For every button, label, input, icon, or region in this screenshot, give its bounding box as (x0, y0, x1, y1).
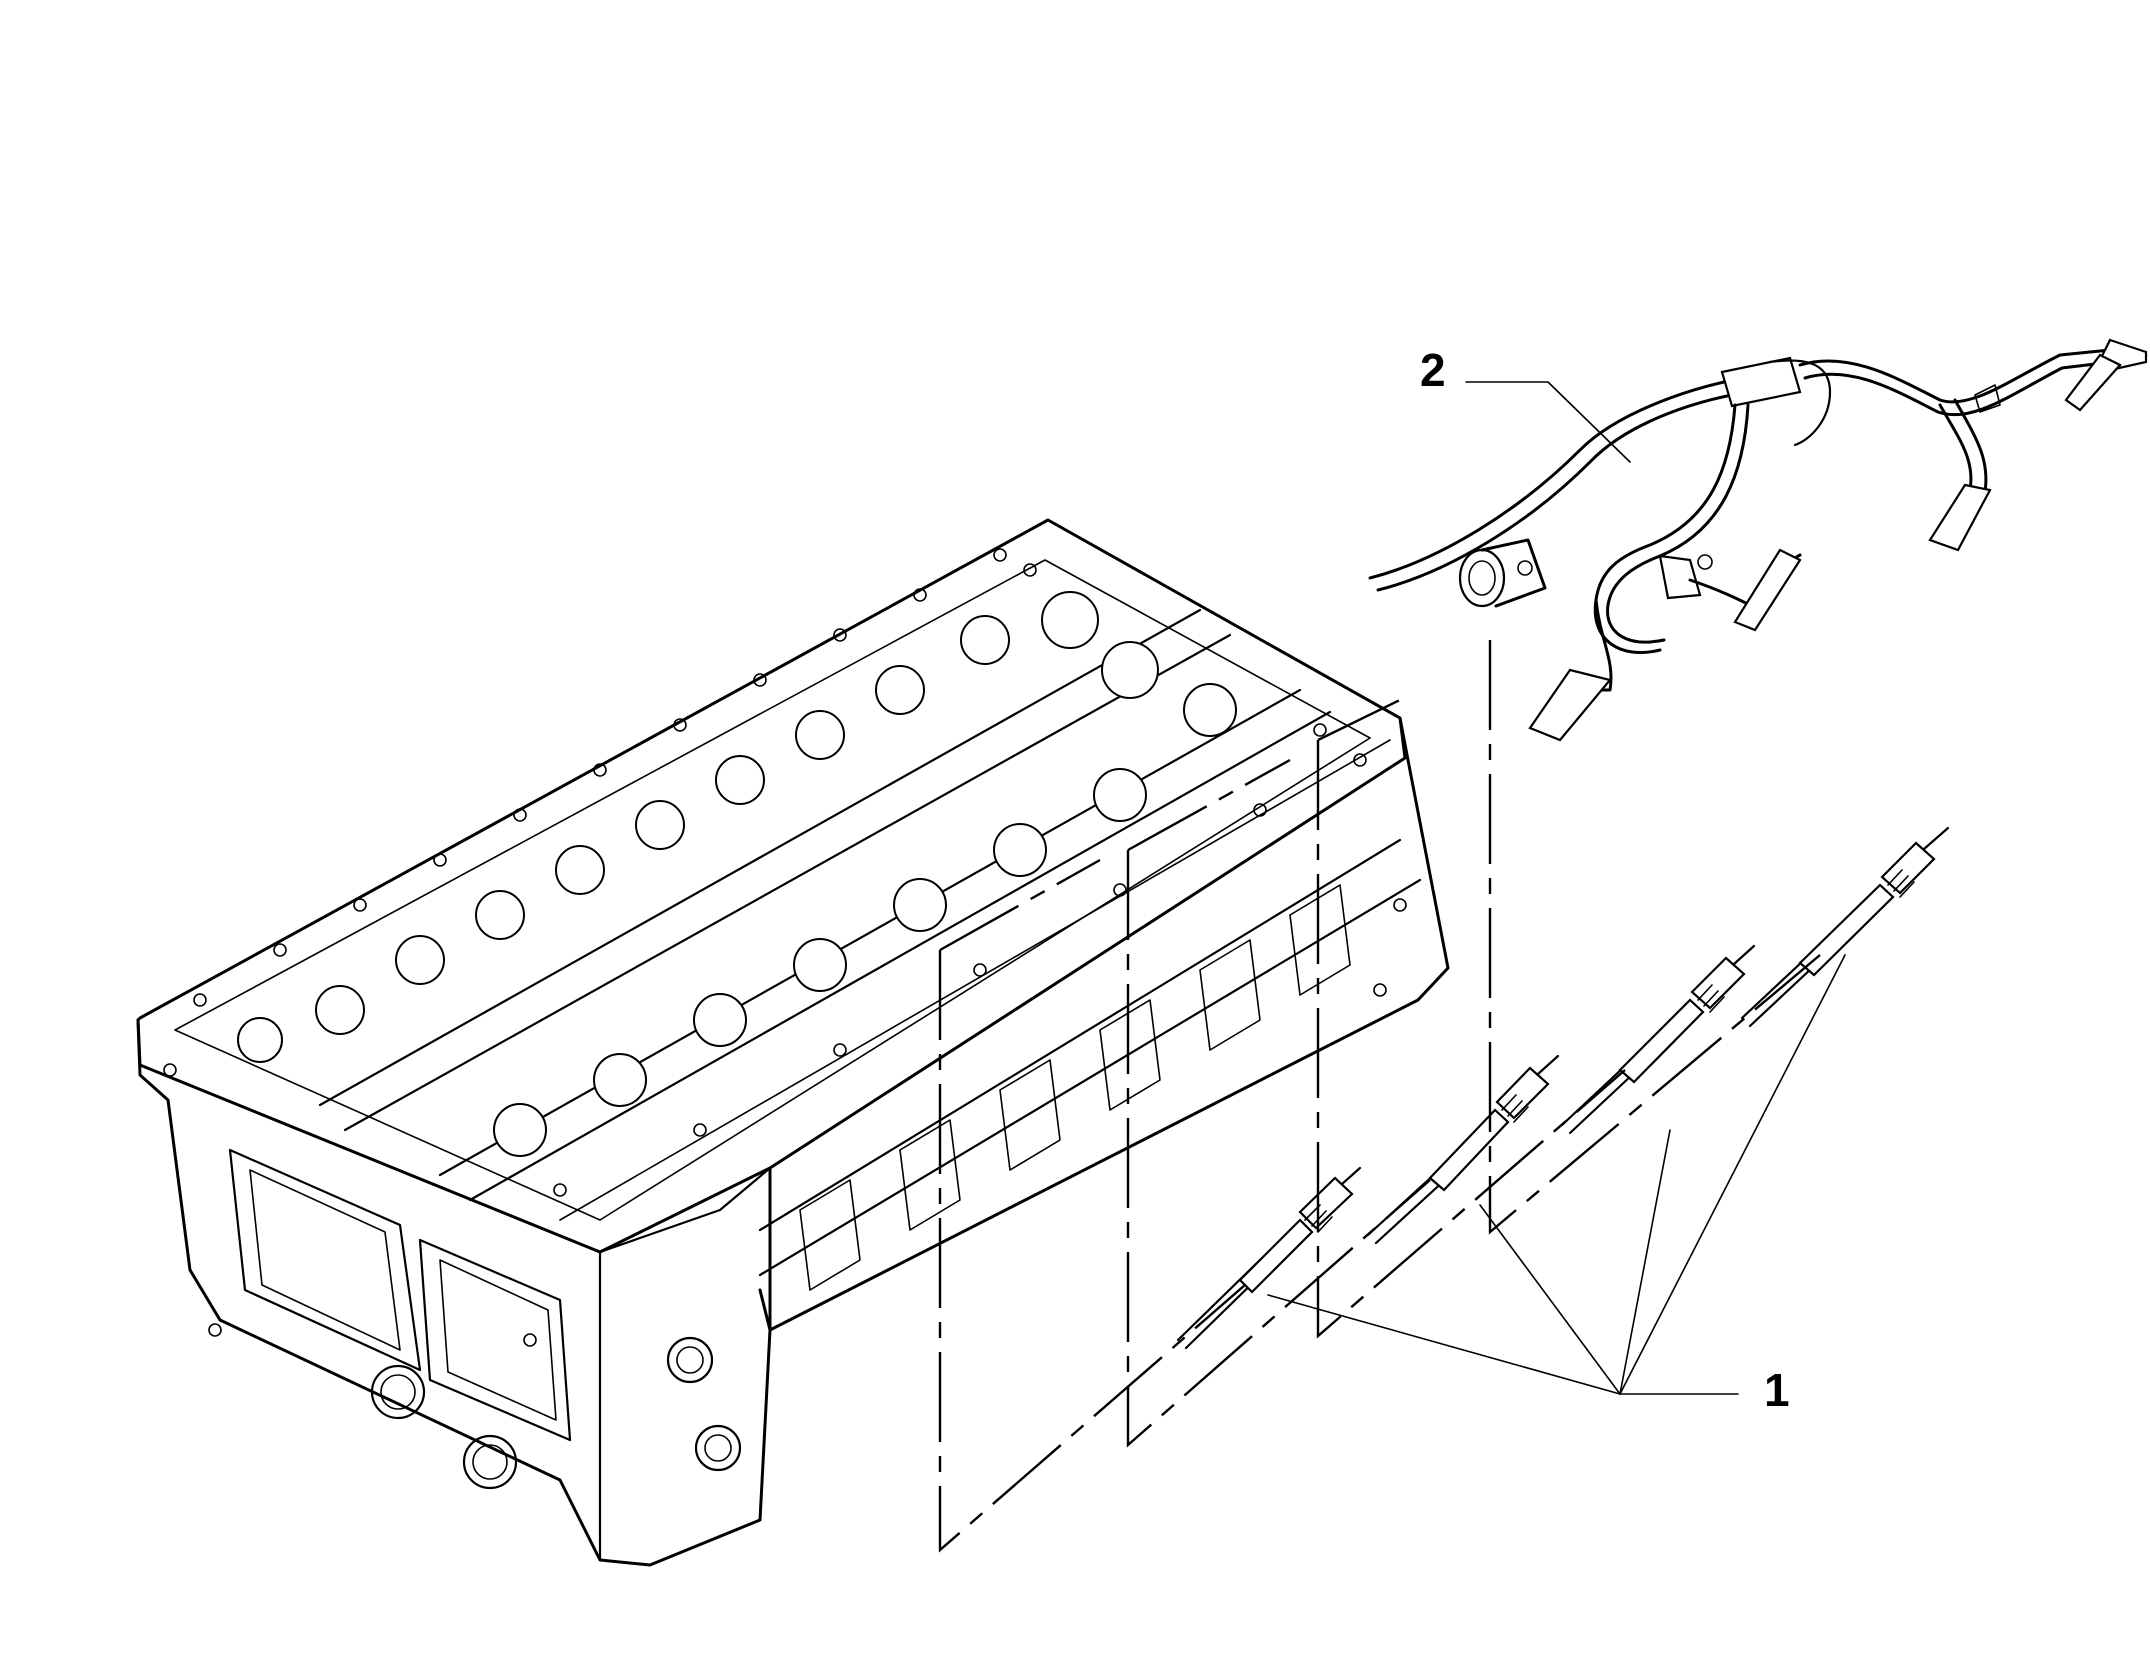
callout-leaders (1267, 381, 1846, 1395)
callout-label-1: 1 (1764, 1364, 1790, 1416)
assembly-guide-lines (938, 640, 1821, 1553)
cylinder-head-illustration (136, 518, 1450, 1567)
leader-line-2 (1465, 381, 1631, 463)
glow-plugs (1176, 826, 1950, 1350)
glow-plug-wiring-harness (1368, 338, 2148, 742)
callout-label-2: 2 (1420, 344, 1446, 396)
leader-line-1 (1267, 1294, 1739, 1395)
